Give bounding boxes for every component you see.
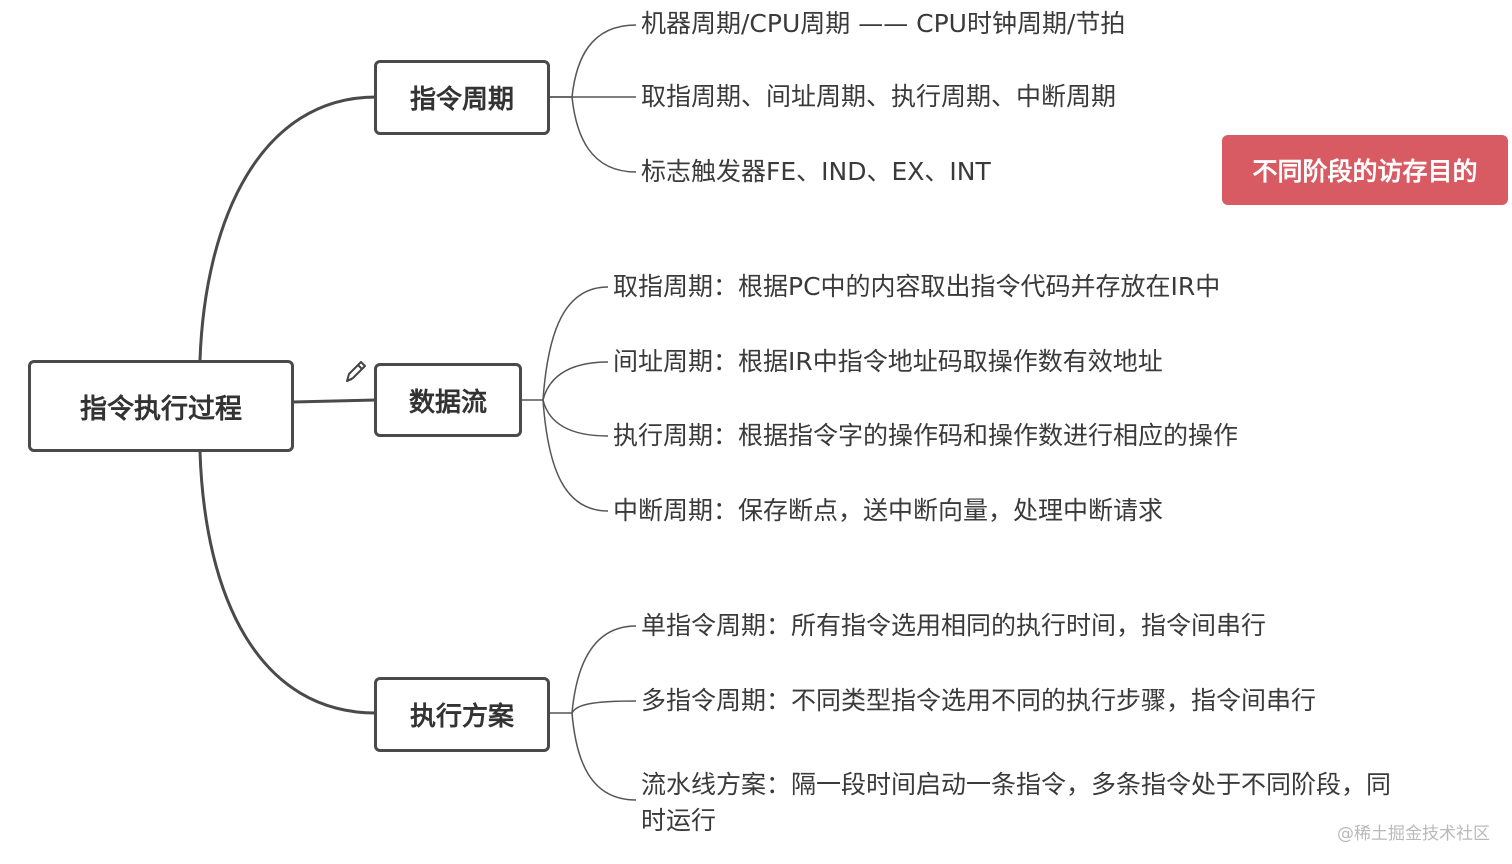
branch-node-execution-scheme[interactable]: 执行方案 [374,677,550,752]
connector-b2-l2 [542,361,609,401]
branch-node-label: 指令周期 [409,85,514,115]
leaf-node[interactable]: 标志触发器FE、IND、EX、INT [641,157,991,186]
connector-b2-l1 [521,286,609,401]
connector-b1-l3 [571,96,637,173]
leaf-node[interactable]: 单指令周期：所有指令选用相同的执行时间，指令间串行 [641,611,1267,640]
branch-node-label: 执行方案 [409,702,514,732]
pencil-icon[interactable] [339,357,369,387]
branch-node-instruction-cycle[interactable]: 指令周期 [374,60,550,135]
root-node[interactable]: 指令执行过程 [28,360,294,452]
connector-root-branch-3 [198,451,377,715]
branch-node-data-flow[interactable]: 数据流 [374,363,522,437]
leaf-node[interactable]: 中断周期：保存断点，送中断向量，处理中断请求 [613,496,1164,525]
connector-b3-l1 [549,625,637,714]
callout-text: 不同阶段的访存目的 [1252,157,1478,186]
root-node-label: 指令执行过程 [80,393,242,425]
leaf-node[interactable]: 流水线方案：隔一段时间启动一条指令，多条指令处于不同阶段，同时运行 [641,770,1392,835]
leaf-node[interactable]: 间址周期：根据IR中指令地址码取操作数有效地址 [613,347,1163,376]
leaf-node[interactable]: 执行周期：根据指令字的操作码和操作数进行相应的操作 [613,421,1239,450]
connector-b3-l2 [571,700,637,714]
leaf-node[interactable]: 取指周期：根据PC中的内容取出指令代码并存放在IR中 [613,272,1221,301]
leaf-node[interactable]: 取指周期、间址周期、执行周期、中断周期 [641,82,1117,111]
callout-label[interactable]: 不同阶段的访存目的 [1222,135,1508,205]
connector-b3-l3 [571,712,637,801]
branch-node-label: 数据流 [408,387,487,418]
watermark-text: @稀土掘金技术社区 [1337,824,1490,844]
leaf-node[interactable]: 机器周期/CPU周期 —— CPU时钟周期/节拍 [641,9,1126,38]
connector-b2-l3 [542,399,609,437]
connector-root-branch-1 [198,95,377,361]
connector-b1-l1 [549,24,637,98]
connector-root-branch-2 [292,398,377,404]
connector-b2-l4 [542,399,609,512]
leaf-node[interactable]: 多指令周期：不同类型指令选用不同的执行步骤，指令间串行 [641,686,1317,715]
